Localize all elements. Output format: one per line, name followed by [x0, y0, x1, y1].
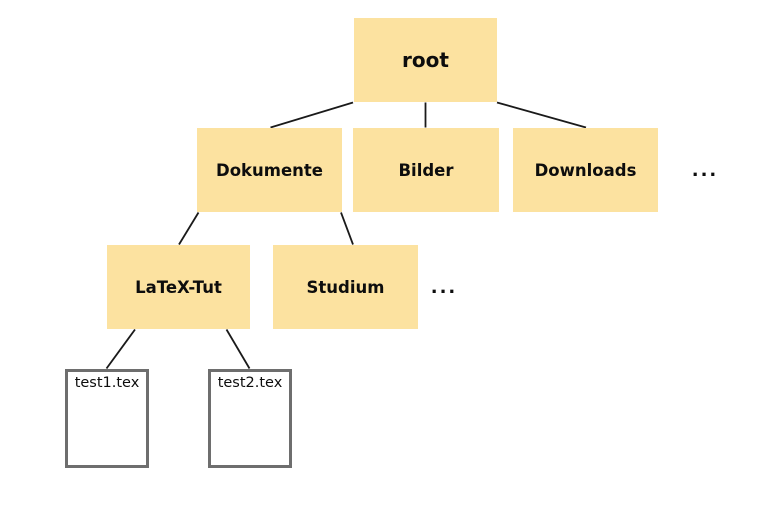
- folder-node-latex-tut-label: LaTeX-Tut: [135, 277, 222, 297]
- folder-node-root-label: root: [402, 48, 449, 72]
- folder-node-studium-label: Studium: [306, 277, 385, 297]
- more-folders-ellipsis-row3: ...: [429, 276, 459, 298]
- edge-dokumente-latex-tut: [178, 212, 200, 245]
- file-node-test1-label: test1.tex: [74, 375, 140, 391]
- edge-root-downloads: [496, 101, 587, 129]
- folder-node-dokumente-label: Dokumente: [216, 160, 323, 180]
- file-node-test2-label: test2.tex: [217, 375, 283, 391]
- folder-node-latex-tut: LaTeX-Tut: [107, 245, 250, 329]
- folder-node-dokumente: Dokumente: [197, 128, 342, 212]
- folder-node-bilder-label: Bilder: [398, 160, 454, 180]
- folder-node-studium: Studium: [273, 245, 418, 329]
- folder-node-bilder: Bilder: [353, 128, 499, 212]
- more-folders-ellipsis-row2: ...: [690, 159, 720, 181]
- edge-latex-tut-test2: [225, 329, 251, 369]
- edge-root-dokumente: [270, 101, 354, 129]
- folder-node-downloads-label: Downloads: [534, 160, 637, 180]
- folder-node-root: root: [354, 18, 497, 102]
- more-folders-ellipsis-row3-text: ...: [430, 276, 458, 298]
- more-folders-ellipsis-row2-text: ...: [691, 159, 719, 181]
- edge-dokumente-studium: [340, 212, 354, 245]
- file-node-test2: test2.tex: [208, 369, 292, 468]
- folder-node-downloads: Downloads: [513, 128, 658, 212]
- file-node-test1: test1.tex: [65, 369, 149, 468]
- edge-latex-tut-test1: [105, 328, 136, 370]
